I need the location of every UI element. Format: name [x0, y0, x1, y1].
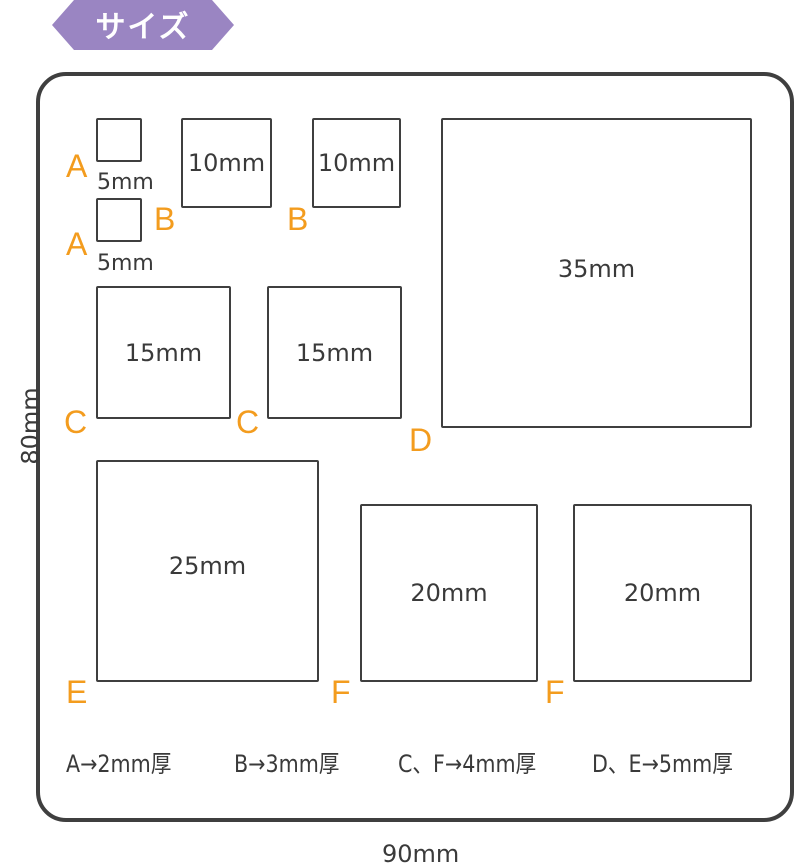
label-f-right: F: [545, 674, 565, 710]
label-e: E: [66, 674, 88, 710]
label-b-right: B: [287, 201, 309, 237]
square-d: 35mm: [441, 118, 752, 428]
size-f-right: 20mm: [623, 579, 702, 607]
label-c-right: C: [236, 404, 260, 440]
size-d: 35mm: [557, 255, 636, 283]
square-e: 25mm: [96, 460, 319, 682]
label-d: D: [409, 422, 433, 458]
label-a-bottom: A: [66, 226, 88, 262]
legend-item-d-e: D、E→5mm厚: [592, 750, 733, 778]
size-b-right: 10mm: [317, 149, 396, 177]
size-c-right: 15mm: [295, 338, 374, 367]
size-a-top: 5mm: [97, 170, 154, 195]
legend-item-b: B→3mm厚: [234, 750, 340, 778]
size-a-bottom: 5mm: [97, 251, 154, 276]
square-b-right: 10mm: [312, 118, 401, 208]
width-dimension: 90mm: [382, 840, 460, 868]
label-c-left: C: [64, 404, 88, 440]
square-f-left: 20mm: [360, 504, 538, 682]
square-b-left: 10mm: [181, 118, 272, 208]
legend-item-c-f: C、F→4mm厚: [398, 750, 537, 778]
size-b-left: 10mm: [187, 149, 266, 177]
mold-outline: [36, 72, 794, 822]
label-b-left: B: [154, 201, 176, 237]
height-dimension: 80mm: [16, 387, 45, 465]
size-c-left: 15mm: [124, 338, 203, 367]
size-e: 25mm: [168, 552, 247, 580]
square-c-right: 15mm: [267, 286, 402, 419]
label-f-left: F: [331, 674, 351, 710]
size-f-left: 20mm: [410, 579, 488, 607]
square-a-bottom: [96, 198, 142, 242]
size-tag: サイズ: [52, 0, 234, 50]
label-a-top: A: [66, 148, 88, 184]
legend-item-a: A→2mm厚: [66, 750, 172, 778]
square-c-left: 15mm: [96, 286, 231, 419]
square-f-right: 20mm: [573, 504, 752, 682]
square-a-top: [96, 118, 142, 162]
